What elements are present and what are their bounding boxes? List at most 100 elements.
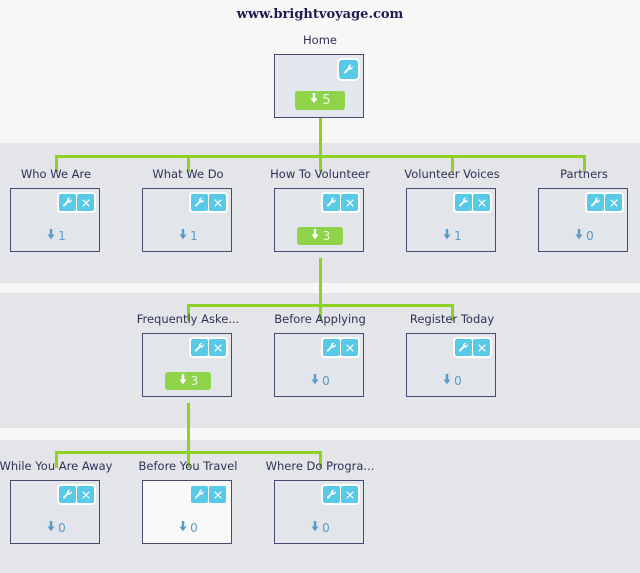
connector-drop-register-today <box>451 304 454 321</box>
node-box[interactable]: 0 <box>142 480 232 544</box>
child-count-value: 1 <box>454 228 462 243</box>
wrench-icon[interactable] <box>455 339 472 356</box>
node-label: How To Volunteer <box>270 167 370 181</box>
node-actions <box>321 484 360 505</box>
node-label: Who We Are <box>20 167 92 181</box>
close-icon[interactable] <box>209 194 226 211</box>
child-count[interactable]: 0 <box>539 227 629 244</box>
node-label: What We Do <box>152 167 224 181</box>
down-arrow-icon <box>178 520 188 535</box>
down-arrow-icon <box>442 228 452 243</box>
down-arrow-icon <box>574 228 584 243</box>
child-count[interactable]: 1 <box>407 227 497 244</box>
node-actions <box>189 484 228 505</box>
child-count[interactable]: 0 <box>275 372 365 389</box>
down-arrow-icon <box>46 228 56 243</box>
child-count[interactable]: 0 <box>143 519 233 536</box>
child-count-value: 0 <box>454 373 462 388</box>
wrench-icon[interactable] <box>59 486 76 503</box>
wrench-icon[interactable] <box>323 486 340 503</box>
child-count-value: 0 <box>58 520 66 535</box>
node-box[interactable]: 3 <box>142 333 232 397</box>
wrench-icon[interactable] <box>191 486 208 503</box>
node-box[interactable]: 1 <box>10 188 100 252</box>
node-box[interactable]: 0 <box>538 188 628 252</box>
page-title: www.brightvoyage.com <box>236 7 404 22</box>
close-icon[interactable] <box>341 486 358 503</box>
connector-drop-how-to-volunteer <box>319 155 322 172</box>
child-count-value: 1 <box>58 228 66 243</box>
node-label: Home <box>303 33 337 47</box>
node-label: Volunteer Voices <box>404 167 500 181</box>
node-actions <box>585 192 624 213</box>
node-actions <box>337 58 360 81</box>
node-label: While You Are Away <box>0 459 113 473</box>
down-arrow-icon <box>46 520 56 535</box>
connector-drop-who-we-are <box>55 155 58 172</box>
down-arrow-icon <box>178 228 188 243</box>
child-count[interactable]: 0 <box>275 519 365 536</box>
node-label: Before You Travel <box>138 459 238 473</box>
child-count-value: 3 <box>322 229 331 243</box>
child-count[interactable]: 0 <box>407 372 497 389</box>
connector-drop-while-you-are-away <box>55 451 58 468</box>
close-icon[interactable] <box>473 339 490 356</box>
node-label: Frequently Aske... <box>136 312 240 326</box>
child-count[interactable]: 1 <box>143 227 233 244</box>
node-label: Where Do Progra... <box>265 459 375 473</box>
node-box[interactable]: 0 <box>274 480 364 544</box>
node-actions <box>189 337 228 358</box>
down-arrow-icon <box>310 520 320 535</box>
wrench-icon[interactable] <box>323 194 340 211</box>
wrench-icon[interactable] <box>323 339 340 356</box>
connector-drop-before-applying <box>319 304 322 321</box>
wrench-icon[interactable] <box>587 194 604 211</box>
connector-drop-faq <box>187 304 190 321</box>
down-arrow-icon <box>310 373 320 388</box>
close-icon[interactable] <box>605 194 622 211</box>
connector-faq-stem <box>187 403 190 451</box>
wrench-icon[interactable] <box>59 194 76 211</box>
child-count-value: 0 <box>322 520 330 535</box>
child-count[interactable]: 0 <box>11 519 101 536</box>
close-icon[interactable] <box>209 486 226 503</box>
connector-drop-where-do-programs <box>319 451 322 468</box>
wrench-icon[interactable] <box>339 60 358 79</box>
node-box[interactable]: 3 <box>274 188 364 252</box>
connector-drop-what-we-do <box>187 155 190 172</box>
child-count[interactable]: 1 <box>11 227 101 244</box>
close-icon[interactable] <box>77 194 94 211</box>
down-arrow-icon <box>442 373 452 388</box>
child-count[interactable]: 5 <box>295 91 345 110</box>
node-box[interactable]: 0 <box>406 333 496 397</box>
node-box[interactable]: 1 <box>406 188 496 252</box>
node-box[interactable]: 0 <box>274 333 364 397</box>
node-box[interactable]: 1 <box>142 188 232 252</box>
connector-drop-volunteer-voices <box>451 155 454 172</box>
close-icon[interactable] <box>341 339 358 356</box>
node-actions <box>453 192 492 213</box>
close-icon[interactable] <box>77 486 94 503</box>
close-icon[interactable] <box>473 194 490 211</box>
node-box[interactable]: 5 <box>274 54 364 118</box>
down-arrow-icon <box>178 374 188 388</box>
wrench-icon[interactable] <box>455 194 472 211</box>
down-arrow-icon <box>309 93 319 108</box>
node-actions <box>57 192 96 213</box>
child-count[interactable]: 3 <box>165 372 211 390</box>
child-count[interactable]: 3 <box>297 227 343 245</box>
node-box[interactable]: 0 <box>10 480 100 544</box>
connector-drop-before-you-travel <box>187 451 190 468</box>
child-count-value: 3 <box>190 374 199 388</box>
child-count-value: 0 <box>190 520 198 535</box>
node-label: Partners <box>560 167 608 181</box>
wrench-icon[interactable] <box>191 339 208 356</box>
node-actions <box>57 484 96 505</box>
connector-home-stem <box>319 101 322 155</box>
child-count-value: 0 <box>322 373 330 388</box>
close-icon[interactable] <box>341 194 358 211</box>
child-count-value: 1 <box>190 228 198 243</box>
close-icon[interactable] <box>209 339 226 356</box>
wrench-icon[interactable] <box>191 194 208 211</box>
